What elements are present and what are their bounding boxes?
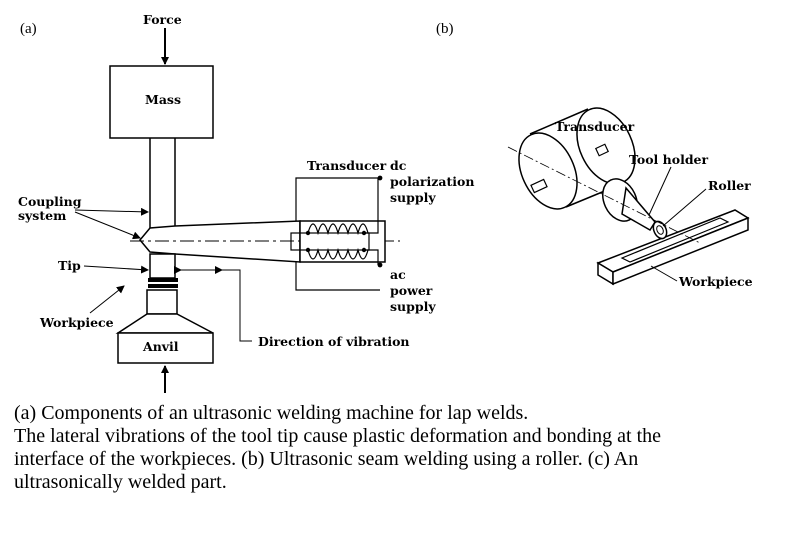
transducer-label: Transducer xyxy=(307,158,387,173)
panel-b: (b) Transducer Tool holder Roller Workpi… xyxy=(436,21,753,289)
mass-label: Mass xyxy=(145,92,181,107)
dc-label-1: dc xyxy=(390,158,407,173)
mass-block xyxy=(109,65,214,139)
anvil-neck xyxy=(146,289,178,315)
transducer-edge-top xyxy=(529,108,589,135)
transducer-coil-top xyxy=(307,223,369,236)
roller-label: Roller xyxy=(708,178,751,193)
terminal-1 xyxy=(305,230,311,236)
dc-label-3: supply xyxy=(390,190,436,205)
dc-label-2: polarization xyxy=(390,174,474,189)
transducer-b-label: Transducer xyxy=(555,119,635,134)
ac-label-2: power xyxy=(390,283,433,298)
coupling-label-2: system xyxy=(18,208,66,223)
workpiece-arrow xyxy=(89,285,125,314)
caption-line-3: interface of the workpieces. (b) Ultraso… xyxy=(14,448,639,470)
workpiece-label: Workpiece xyxy=(39,315,114,330)
workpiece-b-label: Workpiece xyxy=(678,274,753,289)
panel-a: (a) Force Mass Coupling system Tip Anvil… xyxy=(18,12,474,393)
tool-tip xyxy=(149,253,176,279)
anvil-block xyxy=(117,332,214,364)
dc-wire-inner xyxy=(364,178,379,234)
vibration-leader xyxy=(198,269,252,342)
tool-holder-label: Tool holder xyxy=(629,152,709,167)
dc-wire-outer xyxy=(295,177,380,221)
tip-label: Tip xyxy=(58,258,81,273)
ac-wire-inner xyxy=(364,249,379,265)
force-label: Force xyxy=(143,12,182,27)
coupling-label-1: Coupling xyxy=(18,194,82,209)
ac-wire-outer xyxy=(295,262,380,291)
transducer-stub-side xyxy=(530,178,548,194)
transducer-stub-top xyxy=(594,143,610,157)
terminal-3 xyxy=(305,247,311,253)
seam-strip xyxy=(620,217,730,263)
vibration-label: Direction of vibration xyxy=(258,334,410,349)
ac-label-1: ac xyxy=(390,267,406,282)
ac-label-3: supply xyxy=(390,299,436,314)
ac-node xyxy=(377,262,383,268)
dc-node xyxy=(377,175,383,181)
transducer-core xyxy=(290,232,370,251)
tool-holder xyxy=(621,186,656,232)
tip-arrow xyxy=(83,265,149,274)
panel-a-label: (a) xyxy=(20,21,37,37)
transducer-coil-bottom xyxy=(307,247,369,260)
transducer-fill xyxy=(535,110,625,208)
tool-holder-leader xyxy=(648,166,672,216)
figure-caption: (a) Components of an ultrasonic welding … xyxy=(14,402,799,494)
coupling-arrow-1 xyxy=(74,207,149,216)
caption-line-2: The lateral vibrations of the tool tip c… xyxy=(14,425,662,447)
roller-hub xyxy=(656,225,664,235)
workpiece-side xyxy=(612,216,749,286)
anvil-label: Anvil xyxy=(142,339,179,354)
transducer-body xyxy=(299,220,386,263)
workpiece-layer-2 xyxy=(148,284,178,288)
panel-b-label: (b) xyxy=(436,21,454,37)
roller-leader xyxy=(662,188,707,227)
caption-line-1: (a) Components of an ultrasonic welding … xyxy=(14,402,529,424)
workpiece-b-leader xyxy=(650,265,678,282)
workpiece-layer-1 xyxy=(148,278,178,282)
coupling-arrow-2 xyxy=(74,211,141,240)
caption-line-4: ultrasonically welded part. xyxy=(14,471,227,493)
anvil-flare xyxy=(115,313,214,334)
